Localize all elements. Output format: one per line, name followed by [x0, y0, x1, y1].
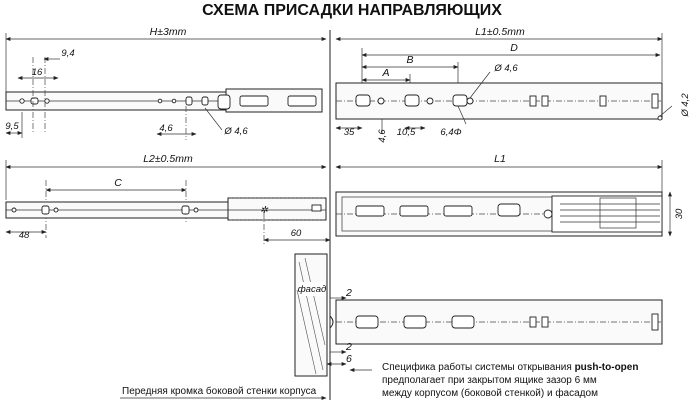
push-to-open-mechanism — [551, 195, 663, 233]
c-dimension-label: C — [114, 177, 122, 189]
b-dimension-label: B — [406, 54, 413, 66]
dim-60-label: 60 — [291, 228, 302, 239]
rail-slot-long — [287, 95, 317, 107]
middle-left-view: L2±0.5mm C ✲ 48 60 — [5, 153, 331, 244]
mounting-slot — [404, 94, 420, 107]
hole-diameter-label: Ø 4,6 — [223, 126, 248, 137]
bottom-view: фасад 2 2 6 Специфика работы системы отк… — [120, 253, 663, 400]
rail-end-tab — [651, 313, 659, 331]
hole-leader — [469, 71, 491, 99]
rail-hole — [44, 98, 50, 104]
drawer-rail-outer — [227, 197, 327, 221]
rail-hole — [53, 207, 59, 213]
dim-10-5-label: 10,5 — [397, 127, 416, 138]
note-prefix: Специфика работы системы открывания — [382, 361, 575, 373]
rail-bumper — [329, 315, 334, 329]
mounting-slot — [452, 94, 468, 107]
hole-4-2-label: Ø 4,2 — [680, 93, 691, 118]
rail-slot — [185, 96, 193, 106]
rail-slot — [201, 96, 209, 106]
push-to-open-note-line2: предполагает при закрытом ящике зазор 6 … — [382, 375, 597, 386]
top-right-view: L1±0.5mm D B A Ø 4,6 Ø 4,2 — [335, 26, 691, 143]
dim-9-5-label: 9,5 — [5, 121, 19, 132]
rail-slot — [451, 315, 475, 329]
dim-4-6-label: 4,6 — [159, 123, 173, 134]
d-dimension-label: D — [510, 42, 518, 54]
middle-right-view: L1 30 — [335, 153, 685, 237]
gap-2-bottom-label: 2 — [345, 341, 352, 353]
hole-leader — [659, 105, 673, 117]
rail-slot-long — [239, 95, 269, 107]
rail-hole — [11, 207, 17, 213]
rail-hole — [171, 98, 177, 104]
dim-16-label: 16 — [32, 67, 43, 78]
l2-dimension-label: L2±0.5mm — [143, 153, 193, 165]
star-mark-icon: ✲ — [260, 205, 269, 216]
dim-35-label: 35 — [344, 127, 355, 138]
cabinet-edge-caption: Передняя кромка боковой стенки корпуса — [122, 385, 317, 397]
mounting-hole — [377, 97, 385, 105]
rail-notch — [529, 95, 537, 107]
l1-tol-dimension-label: L1±0.5mm — [475, 26, 525, 38]
h-dimension-label: H±3mm — [150, 26, 187, 38]
rail-front-bracket — [217, 94, 231, 110]
diagram-title: СХЕМА ПРИСАДКИ НАПРАВЛЯЮЩИХ — [202, 2, 502, 19]
rail-notch — [541, 316, 549, 328]
facade-hatch — [298, 261, 324, 371]
rail-hole — [19, 98, 25, 104]
note-bold: push-to-open — [575, 362, 639, 373]
rail-hole — [193, 207, 199, 213]
mounting-hole — [466, 97, 474, 105]
rear-hole — [657, 115, 663, 121]
rail-slot — [181, 205, 190, 215]
dim-9-4-label: 9,4 — [61, 48, 74, 59]
push-to-open-note-line3: между корпусом (боковой стенкой) и фасад… — [382, 387, 598, 399]
mechanism-pivot — [543, 209, 553, 219]
rail-notch — [541, 95, 549, 107]
rail-slot-long — [399, 205, 429, 217]
rail-end-tab — [651, 93, 659, 109]
rail-notch — [529, 316, 537, 328]
top-left-view: H±3mm 16 9,4 9,5 4,6 Ø 4, — [5, 26, 327, 140]
facade-hatch — [296, 289, 317, 375]
rail-slot-long — [443, 205, 473, 217]
rail-slot — [403, 315, 427, 329]
gap-6-label: 6 — [346, 353, 352, 365]
hole-leader — [204, 107, 223, 131]
slot-leader — [457, 105, 467, 125]
dim-4-6v-label: 4,6 — [377, 129, 388, 143]
rail-latch — [311, 204, 322, 212]
rail-slot — [355, 315, 379, 329]
l1-dimension-label: L1 — [494, 153, 506, 165]
rail-slot — [41, 205, 50, 215]
dim-6-4-label: 6,4Φ — [440, 127, 461, 138]
mounting-slot — [355, 94, 371, 107]
facade-hatch — [304, 257, 326, 346]
mounting-hole — [426, 97, 434, 105]
mechanism-spring — [599, 197, 637, 229]
dim-30-label: 30 — [674, 208, 685, 219]
facade-label-bg — [299, 282, 325, 296]
rail-slot-long — [355, 205, 385, 217]
rail-notch — [599, 95, 607, 107]
facade-label: фасад — [298, 284, 327, 295]
push-to-open-note-line1: Специфика работы системы открывания push… — [382, 361, 638, 373]
hole-4-6-label: Ø 4,6 — [493, 63, 518, 74]
a-dimension-label: A — [381, 67, 389, 79]
dim-48-label: 48 — [19, 230, 30, 241]
rail-slot — [30, 97, 39, 105]
rail-hole — [157, 98, 163, 104]
gap-2-top-label: 2 — [345, 287, 352, 299]
rail-slot — [497, 203, 521, 217]
